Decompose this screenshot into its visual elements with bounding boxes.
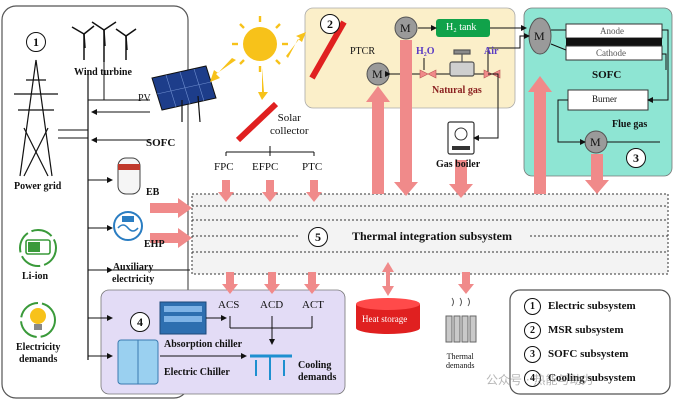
subsystem-number-1: 1 [26,32,46,52]
heat-storage-label: Heat storage [362,314,408,324]
pv-panel-icon [151,65,217,123]
m-sofc-bottom-label: M [590,135,601,149]
legend-label-1: Electric subsystem [548,300,636,312]
thermal-integration-label: Thermal integration subsystem [352,229,512,243]
solar-collector-label: Solar collector [270,112,309,137]
m-sofc-top-label: M [534,29,545,43]
ehp-label: EHP [144,239,165,250]
legend-number-2: 2 [524,322,541,339]
legend-box [509,289,671,395]
eb-icon [117,157,141,195]
thermal-demands-icon [445,297,477,343]
h2o-label: H₂O [416,46,435,57]
anode-label: Anode [600,26,624,36]
cooling-demands-label: Cooling demands [298,360,337,383]
li-ion-icon [19,229,57,267]
cathode-label: Cathode [596,48,626,58]
auxiliary-electricity-label: Auxiliary electricity [112,262,155,285]
h2-tank-label: H₂ tank [446,22,477,33]
absorption-chiller-label: Absorption chiller [164,339,243,350]
gas-boiler-label: Gas boiler [436,159,481,170]
pv-label: PV [138,93,151,104]
power-grid-icon [14,59,58,177]
sofc-line-label: SOFC [146,137,176,149]
m-msr-mid-label: M [372,67,383,81]
wind-turbine-label: Wind turbine [74,67,132,78]
sofc-title: SOFC [592,69,622,81]
thermal-integration-band [191,193,669,275]
ehp-icon [113,211,143,241]
acd-label: ACD [260,299,284,311]
electric-chiller-label: Electric Chiller [164,367,230,378]
act-label: ACT [302,299,324,311]
acs-label: ACS [218,299,240,311]
ptc-label: PTC [302,161,323,173]
cooling-demands-icon [250,354,292,380]
legend-label-3: SOFC subsystem [548,348,629,360]
electricity-demands-label: Electricity demands [16,342,61,365]
heat-storage-icon [356,298,420,334]
electric-chiller-icon [117,339,159,385]
legend-number-3: 3 [524,346,541,363]
m-node-msr-top [394,16,418,40]
flue-gas-label: Flue gas [612,119,648,130]
absorption-chiller-icon [159,301,207,335]
legend-label-4: Cooling subsystem [548,372,636,384]
cathode-box [565,45,663,61]
fpc-label: FPC [214,161,234,173]
heat-flow-arrows [150,40,609,296]
wind-turbine-icon [71,21,137,62]
electricity-demands-icon [20,302,56,338]
legend-number-1: 1 [524,298,541,315]
watermark: 公众号 · 热能与动力 [486,373,594,387]
legend-label-2: MSR subsystem [548,324,624,336]
h2-tank-box [436,19,490,37]
thermal-demands-label: Thermal demands [446,352,475,371]
legend-number-4: 4 [524,370,541,387]
eb-label: EB [146,187,160,198]
natural-gas-valve-icon [449,49,475,77]
burner-label: Burner [592,94,617,104]
subsystem-number-2: 2 [320,14,340,34]
power-grid-label: Power grid [14,181,62,192]
air-label: Air [484,46,499,57]
li-ion-label: Li-ion [22,271,49,282]
ptcr-collector-icon [309,20,347,80]
gas-boiler-icon [447,121,475,155]
sun-icon [232,16,288,72]
solar-collector-icon [235,101,279,143]
efpc-label: EFPC [252,161,279,173]
subsystem-number-3: 3 [626,148,646,168]
natural-gas-label: Natural gas [432,85,482,96]
subsystem-number-5: 5 [308,227,328,247]
ptcr-label: PTCR [350,46,376,57]
m-msr-top-label: M [400,21,411,35]
electrolyte-bar [566,38,662,46]
subsystem-number-4: 4 [130,312,150,332]
